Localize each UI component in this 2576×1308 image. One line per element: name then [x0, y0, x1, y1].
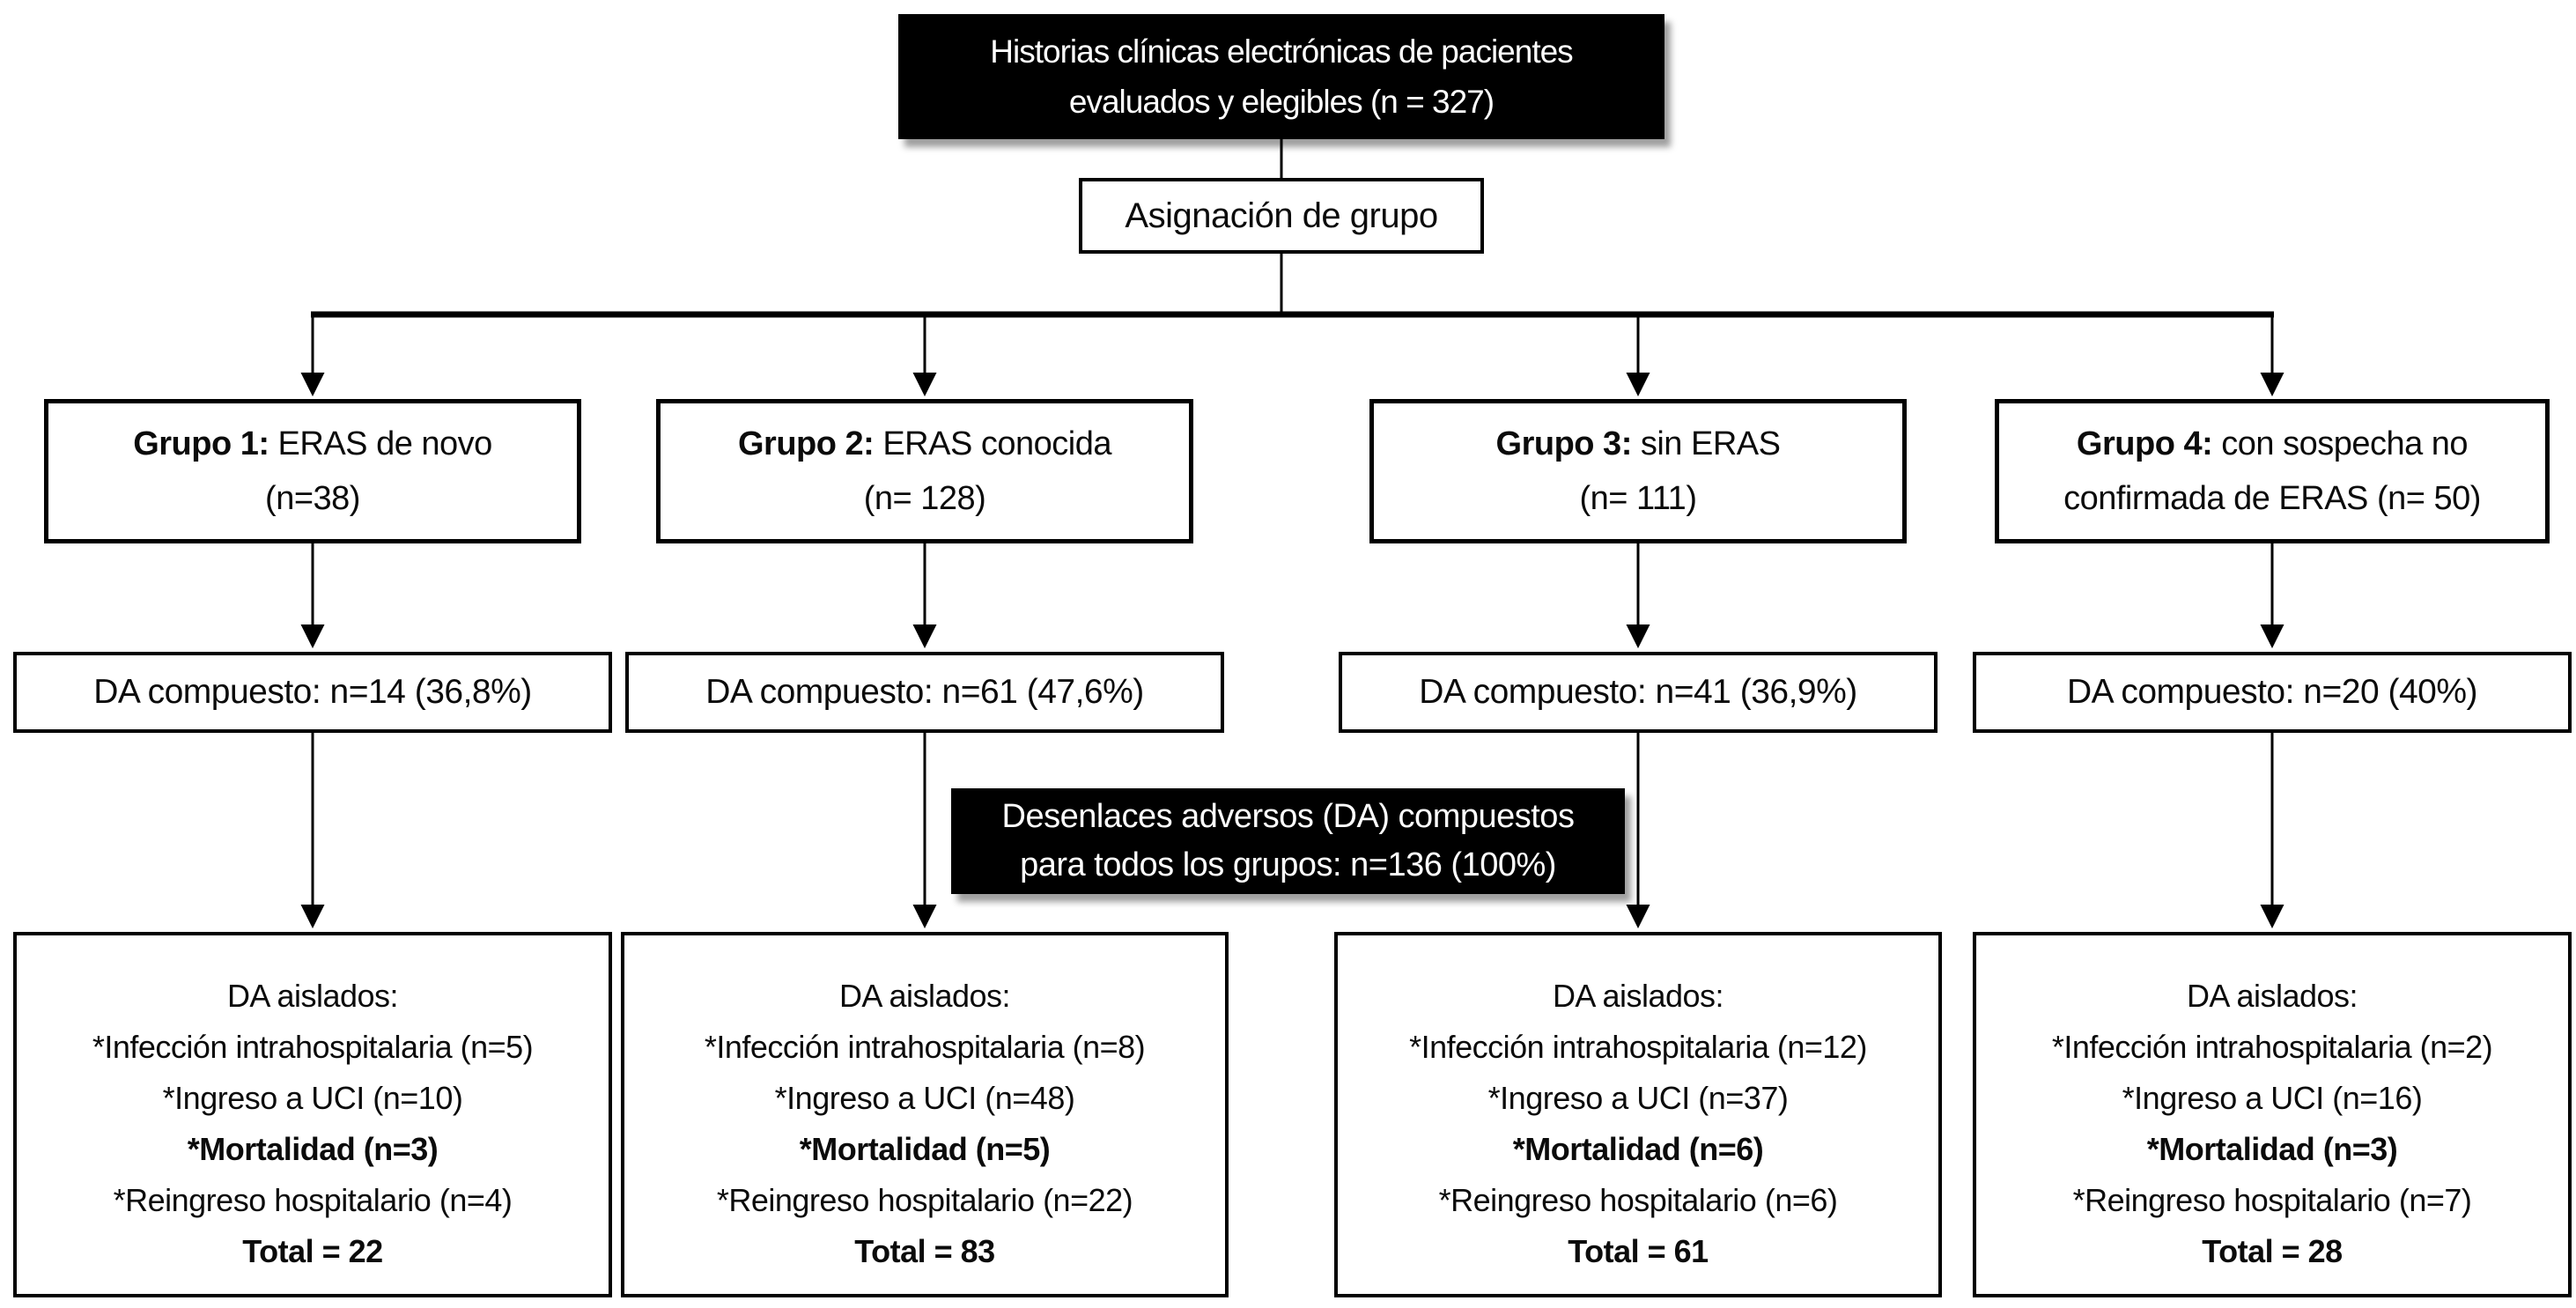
da-compuesto-3-box: DA compuesto: n=41 (36,9%) — [1339, 652, 1938, 733]
group-2-label: Grupo 2: — [738, 425, 875, 462]
group-2-n: (n= 128) — [863, 480, 986, 517]
eligible-patients-line2: evaluados y elegibles (n = 327) — [1068, 84, 1495, 120]
composite-outcomes-box: Desenlaces adversos (DA) compuestos para… — [951, 788, 1625, 894]
da-aislados-2-item-mortality: *Mortalidad (n=5) — [799, 1131, 1051, 1167]
da-aislados-4-total: Total = 28 — [2202, 1233, 2343, 1269]
da-aislados-1-item-readmission: *Reingreso hospitalario (n=4) — [113, 1182, 513, 1218]
group-3-n: (n= 111) — [1579, 480, 1697, 517]
da-compuesto-2-box: DA compuesto: n=61 (47,6%) — [625, 652, 1224, 733]
group-2-description: ERAS conocida — [882, 425, 1111, 462]
da-aislados-1-item-mortality: *Mortalidad (n=3) — [187, 1131, 439, 1167]
group-4-description: con sospecha no — [2221, 425, 2469, 462]
da-aislados-4-item-icu: *Ingreso a UCI (n=16) — [2122, 1080, 2423, 1116]
group-2-title: Grupo 2:ERAS conocida — [738, 417, 1111, 471]
group-2-box: Grupo 2:ERAS conocida (n= 128) — [656, 399, 1193, 543]
group-3-box: Grupo 3:sin ERAS (n= 111) — [1369, 399, 1907, 543]
composite-outcomes-line1: Desenlaces adversos (DA) compuestos — [1001, 798, 1575, 835]
da-aislados-4-item-mortality: *Mortalidad (n=3) — [2146, 1131, 2398, 1167]
group-1-box: Grupo 1:ERAS de novo (n=38) — [44, 399, 581, 543]
da-aislados-3-box: DA aislados: *Infección intrahospitalari… — [1334, 932, 1942, 1297]
group-3-title: Grupo 3:sin ERAS — [1496, 417, 1781, 471]
da-aislados-2-item-infection: *Infección intrahospitalaria (n=8) — [704, 1029, 1146, 1065]
da-aislados-4-item-infection: *Infección intrahospitalaria (n=2) — [2051, 1029, 2493, 1065]
group-1-title: Grupo 1:ERAS de novo — [133, 417, 492, 471]
da-aislados-3-total: Total = 61 — [1568, 1233, 1709, 1269]
da-aislados-1-item-icu: *Ingreso a UCI (n=10) — [162, 1080, 463, 1116]
da-aislados-1-total: Total = 22 — [242, 1233, 383, 1269]
group-4-box: Grupo 4:con sospecha no confirmada de ER… — [1995, 399, 2550, 543]
da-aislados-4-title: DA aislados: — [2186, 978, 2358, 1014]
da-aislados-2-box: DA aislados: *Infección intrahospitalari… — [621, 932, 1229, 1297]
da-aislados-2-item-icu: *Ingreso a UCI (n=48) — [774, 1080, 1075, 1116]
da-compuesto-4-box: DA compuesto: n=20 (40%) — [1973, 652, 2572, 733]
da-aislados-3-title: DA aislados: — [1552, 978, 1724, 1014]
da-aislados-4-item-readmission: *Reingreso hospitalario (n=7) — [2072, 1182, 2472, 1218]
da-aislados-3-item-mortality: *Mortalidad (n=6) — [1512, 1131, 1764, 1167]
group-1-n: (n=38) — [265, 480, 360, 517]
da-aislados-2-title: DA aislados: — [838, 978, 1011, 1014]
da-aislados-3-item-icu: *Ingreso a UCI (n=37) — [1487, 1080, 1789, 1116]
da-aislados-2-total: Total = 83 — [854, 1233, 995, 1269]
group-4-title: Grupo 4:con sospecha no — [2076, 417, 2469, 471]
group-3-description: sin ERAS — [1640, 425, 1781, 462]
da-aislados-1-title: DA aislados: — [226, 978, 399, 1014]
da-aislados-3-item-readmission: *Reingreso hospitalario (n=6) — [1438, 1182, 1838, 1218]
group-assignment-box: Asignación de grupo — [1079, 178, 1484, 254]
group-1-label: Grupo 1: — [133, 425, 269, 462]
da-aislados-4-box: DA aislados: *Infección intrahospitalari… — [1973, 932, 2572, 1297]
da-aislados-1-item-infection: *Infección intrahospitalaria (n=5) — [92, 1029, 534, 1065]
group-1-description: ERAS de novo — [277, 425, 493, 462]
composite-outcomes-line2: para todos los grupos: n=136 (100%) — [1020, 846, 1556, 883]
group-4-label: Grupo 4: — [2076, 425, 2213, 462]
da-aislados-2-item-readmission: *Reingreso hospitalario (n=22) — [716, 1182, 1133, 1218]
eligible-patients-box: Historias clínicas electrónicas de pacie… — [898, 14, 1664, 139]
da-aislados-1-box: DA aislados: *Infección intrahospitalari… — [13, 932, 612, 1297]
eligible-patients-line1: Historias clínicas electrónicas de pacie… — [990, 33, 1573, 70]
group-4-n: confirmada de ERAS (n= 50) — [2063, 480, 2481, 517]
group-3-label: Grupo 3: — [1495, 425, 1633, 462]
da-compuesto-1-box: DA compuesto: n=14 (36,8%) — [13, 652, 612, 733]
da-aislados-3-item-infection: *Infección intrahospitalaria (n=12) — [1409, 1029, 1867, 1065]
